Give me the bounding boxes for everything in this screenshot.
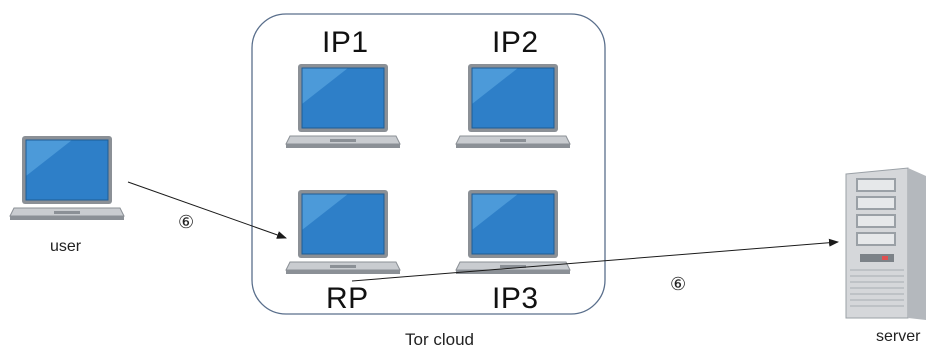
tor-cloud-label: Tor cloud: [405, 330, 474, 349]
edge-rp-to-server: [351, 238, 839, 282]
ip3-laptop-icon: [455, 189, 571, 275]
rp-laptop-icon: [285, 189, 401, 275]
edge-label-rp-server: ⑥: [670, 274, 687, 294]
server-icon: [845, 167, 926, 320]
edge-label-user-rp: ⑥: [178, 212, 195, 232]
ip2-laptop-icon: [455, 63, 571, 149]
ip1-laptop-icon: [285, 63, 401, 149]
ip3-label: IP3: [492, 282, 539, 315]
ip2-label: IP2: [492, 26, 539, 59]
server-label: server: [876, 328, 921, 345]
tor-cloud-boundary: [251, 13, 606, 315]
rp-label: RP: [326, 282, 369, 315]
ip1-label: IP1: [322, 26, 369, 59]
edge-user-to-rp: [127, 181, 287, 239]
user-label: user: [50, 238, 82, 255]
user-laptop-icon: [9, 135, 125, 221]
